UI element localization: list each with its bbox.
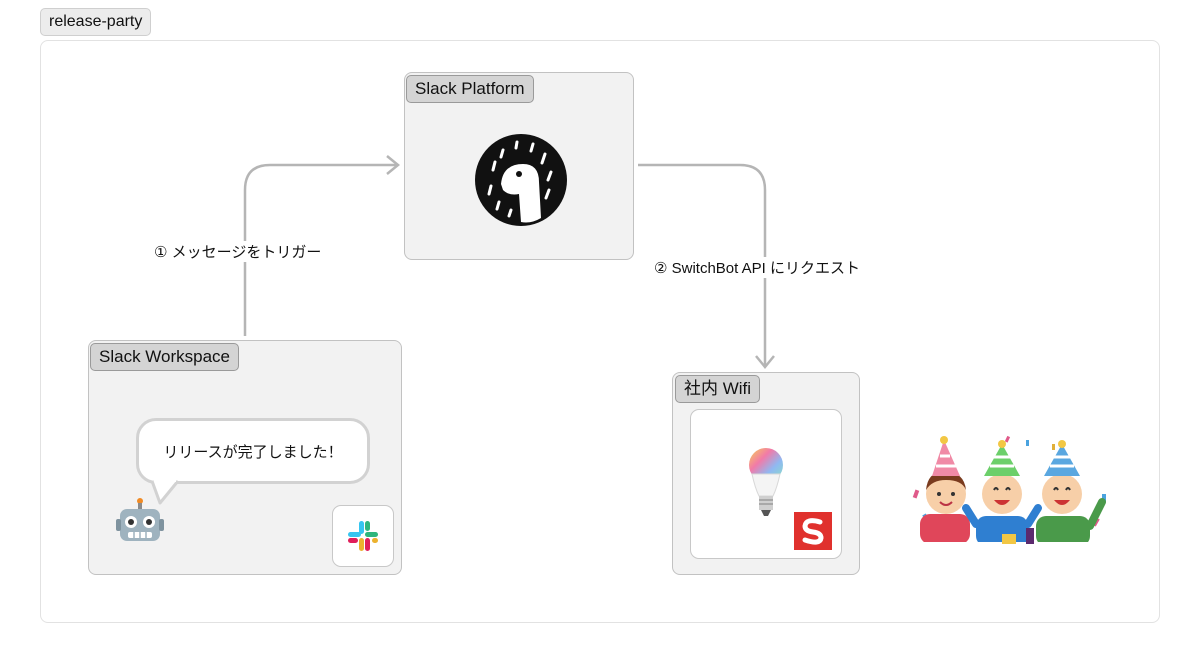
group-label-slack-workspace: Slack Workspace: [90, 343, 240, 371]
group-label-office-wifi: 社内 Wifi: [675, 375, 761, 403]
robot-icon: [116, 498, 164, 541]
switchbot-logo-icon: [794, 512, 832, 550]
message-text: リリースが完了しました！: [163, 443, 343, 461]
board-title[interactable]: release-party: [40, 8, 152, 36]
slack-app-card[interactable]: [332, 505, 394, 567]
edge-label-trigger: ① メッセージをトリガー: [152, 241, 324, 262]
edge-label-request: ② SwitchBot API にリクエスト: [652, 257, 862, 278]
connector-trigger: [243, 163, 396, 336]
deno-logo-icon: [475, 134, 567, 226]
bubble-tail: [150, 478, 180, 505]
party-illustration: [910, 435, 1110, 548]
group-label-slack-platform: Slack Platform: [406, 75, 534, 103]
arrowhead-request: [755, 355, 775, 369]
arrowhead-trigger: [386, 155, 400, 175]
smart-bulb-icon: [749, 448, 783, 516]
slack-logo-icon: [348, 521, 378, 551]
connector-request: [638, 163, 767, 366]
message-bubble: リリースが完了しました！: [136, 418, 370, 484]
